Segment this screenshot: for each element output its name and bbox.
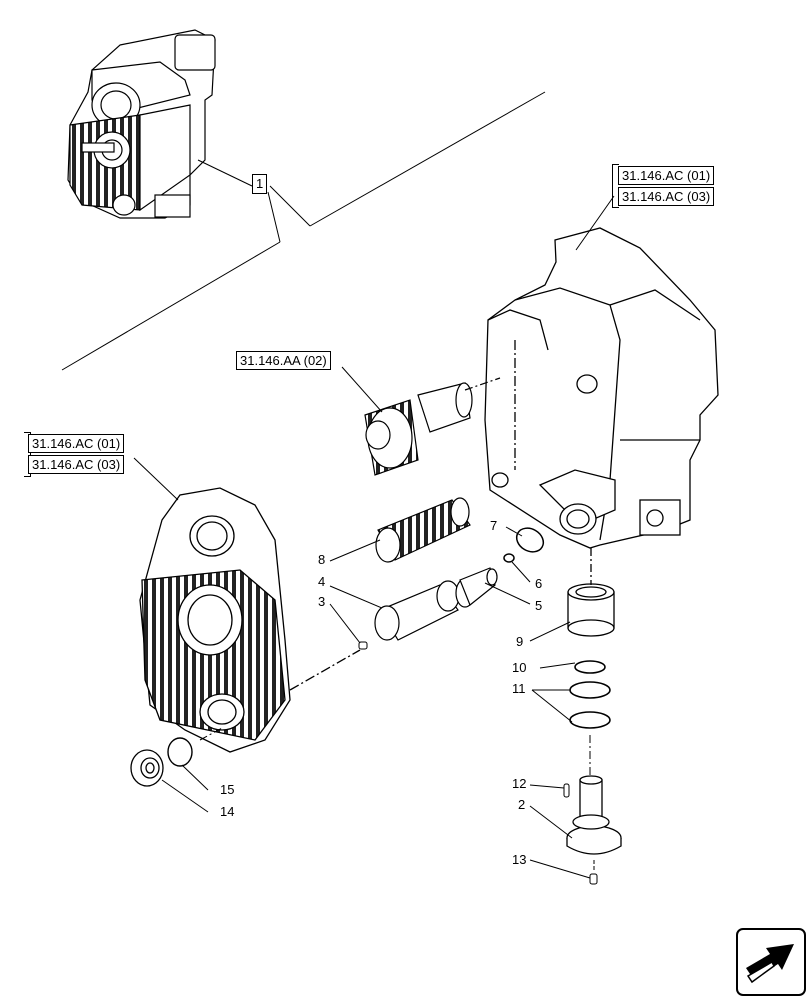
part-5-plug [455, 567, 498, 608]
callout-3: 3 [318, 594, 326, 609]
callout-12: 12 [512, 776, 527, 791]
gear-shaft [364, 377, 501, 476]
item-1-leaders [61, 91, 546, 371]
callout-10: 10 [512, 660, 527, 675]
ref-link-left-2[interactable]: 31.146.AC (03) [28, 455, 125, 474]
part-12-pin [563, 783, 570, 798]
side-cover [139, 487, 361, 753]
part-11-ring-lower [569, 711, 611, 729]
ref-link-gear[interactable]: 31.146.AA (02) [236, 351, 331, 370]
part-9-sleeve [567, 548, 615, 637]
reference-leaders [133, 195, 615, 501]
part-8-spring [375, 497, 471, 563]
ref-group-left: 31.146.AC (01) 31.146.AC (03) [28, 434, 125, 476]
callout-4: 4 [318, 574, 326, 589]
callout-9: 9 [516, 634, 524, 649]
callout-11: 11 [512, 681, 526, 696]
ref-bracket-top-right [612, 164, 619, 208]
part-10-ring [574, 660, 606, 674]
ref-link-top-right-1[interactable]: 31.146.AC (01) [618, 166, 715, 185]
part-7-o-ring [515, 527, 545, 553]
gearbox-assembly-thumbnail [67, 29, 216, 219]
callout-13: 13 [512, 852, 527, 867]
part-13-screw [589, 860, 598, 885]
callout-7: 7 [490, 518, 498, 533]
part-3-bolt [358, 641, 368, 650]
ref-bracket-left [24, 432, 31, 477]
ref-link-left-1[interactable]: 31.146.AC (01) [28, 434, 125, 453]
callout-5: 5 [535, 598, 543, 613]
item-1-label[interactable]: 1 [252, 174, 268, 194]
callout-14: 14 [220, 804, 235, 819]
part-2-valve-body [566, 775, 622, 855]
next-page-arrow-icon[interactable] [736, 928, 806, 996]
part-14-cap [130, 749, 164, 787]
part-11-ring-upper [569, 681, 611, 699]
callout-leaders [161, 526, 591, 879]
callout-15: 15 [220, 782, 235, 797]
part-15-ring [167, 737, 193, 767]
ref-group-top-right: 31.146.AC (01) 31.146.AC (03) [618, 166, 715, 208]
ref-link-top-right-2[interactable]: 31.146.AC (03) [618, 187, 715, 206]
part-4-piston [374, 580, 460, 641]
gearbox-housing [484, 227, 719, 549]
callout-2: 2 [518, 797, 526, 812]
callout-6: 6 [535, 576, 543, 591]
callout-8: 8 [318, 552, 326, 567]
part-6-o-ring [503, 553, 515, 563]
